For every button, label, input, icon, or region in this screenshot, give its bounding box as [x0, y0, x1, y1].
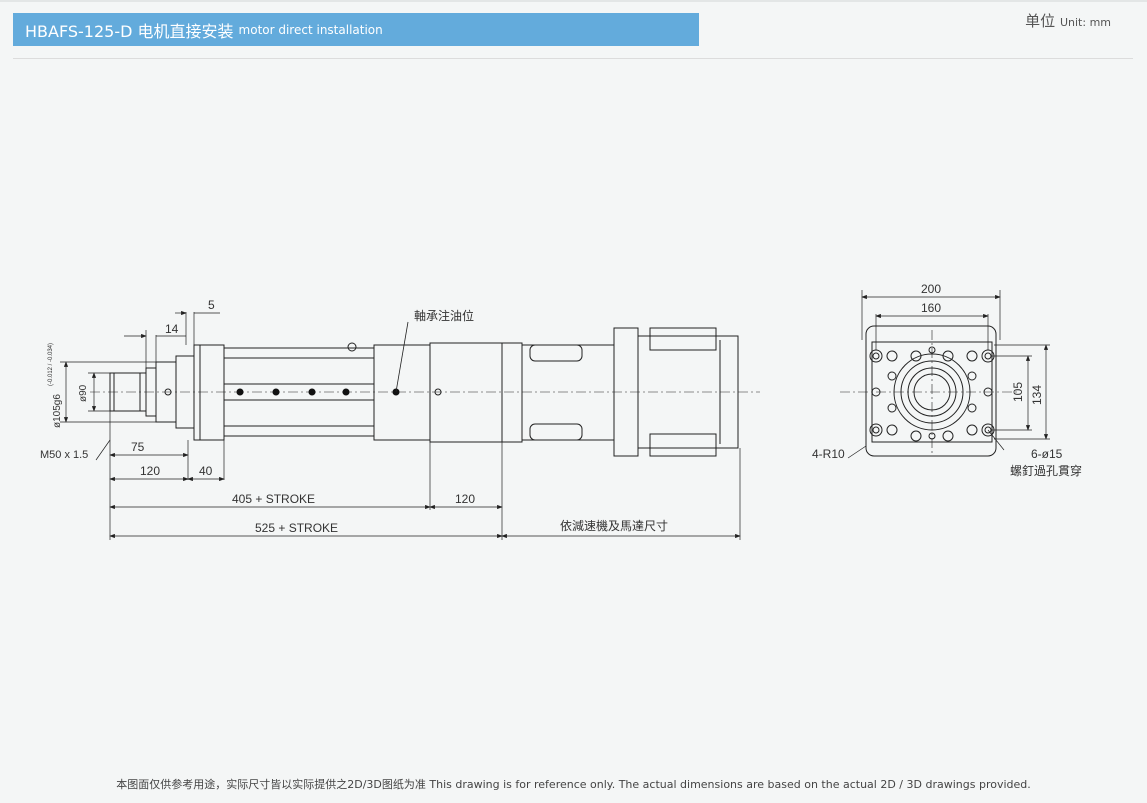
slot-markers	[236, 388, 400, 396]
footer-disclaimer: 本图面仅供参考用途，实际尺寸皆以实际提供之2D/3D图纸为准 This draw…	[116, 778, 1031, 791]
adapter-plate	[501, 342, 523, 443]
phi90-label: ø90	[78, 384, 89, 402]
dim-75: 75	[131, 440, 145, 454]
dim-40: 40	[199, 464, 213, 478]
phi105-label: ø105g6	[52, 394, 63, 428]
dim-134: 134	[1030, 385, 1044, 405]
dim-160: 160	[921, 301, 941, 315]
dim-120-right: 120	[455, 492, 475, 506]
title-bar: HBAFS-125-D 电机直接安装 motor direct installa…	[13, 13, 699, 46]
unit-label-cn: 单位	[1025, 12, 1056, 30]
dim-405: 405 + STROKE	[232, 492, 315, 506]
end-plate-outer	[865, 325, 997, 457]
end-view	[840, 325, 1020, 457]
thread-label: M50 x 1.5	[40, 449, 88, 461]
page-title: HBAFS-125-D 电机直接安装	[25, 21, 234, 41]
dim-14: 14	[165, 322, 179, 336]
end-dimensions	[847, 290, 1050, 459]
dim-525: 525 + STROKE	[255, 521, 338, 535]
phi105-tolerance: (-0.012 / -0.034)	[48, 343, 54, 386]
page-subtitle: motor direct installation	[238, 22, 383, 37]
holes-label: 6-ø15	[1031, 447, 1063, 461]
dim-200: 200	[921, 282, 941, 296]
dim-120-left: 120	[140, 464, 160, 478]
side-dimensions	[60, 310, 741, 540]
top-border	[0, 0, 1147, 2]
bearing-oil-leader	[395, 321, 409, 393]
motor-body	[637, 335, 739, 449]
unit-label: 单位 Unit: mm	[1025, 10, 1111, 31]
bearing-oil-label: 軸承注油位	[414, 308, 474, 323]
side-view	[90, 327, 760, 457]
radius-label: 4-R10	[812, 447, 845, 461]
end-view-holes	[869, 346, 995, 442]
reducer	[521, 344, 615, 441]
dim-5: 5	[208, 298, 215, 312]
dim-105: 105	[1011, 382, 1025, 402]
reducer-motor-label: 依減速機及馬達尺寸	[560, 518, 668, 533]
front-block	[193, 344, 225, 441]
unit-label-en: Unit: mm	[1059, 16, 1111, 29]
header-divider	[13, 58, 1133, 59]
holes-note: 螺釘過孔貫穿	[1010, 463, 1082, 478]
